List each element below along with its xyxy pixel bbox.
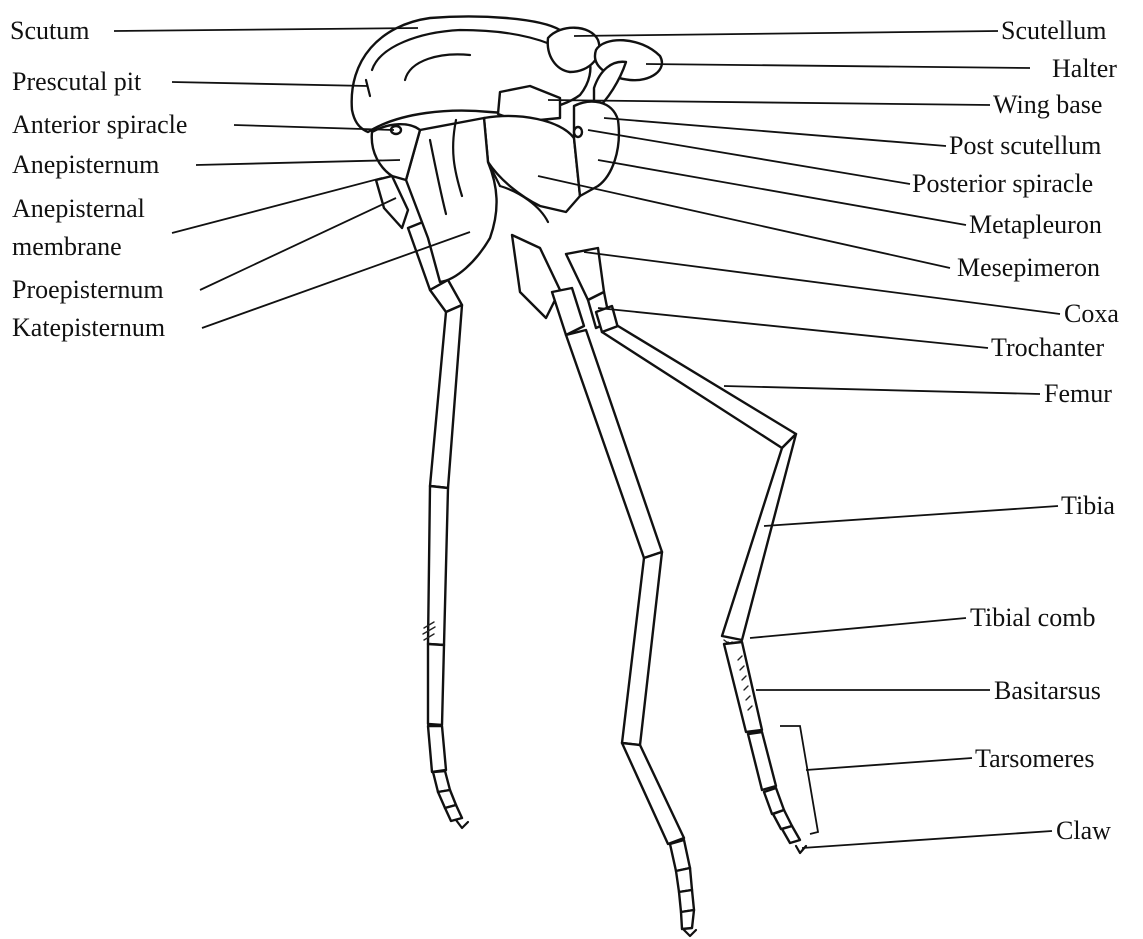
label-anterior-spiracle: Anterior spiracle: [12, 110, 187, 140]
label-prescutal-pit: Prescutal pit: [12, 67, 141, 97]
label-mesepimeron: Mesepimeron: [957, 253, 1100, 283]
label-scutum: Scutum: [10, 16, 89, 46]
middle-tibia: [622, 552, 662, 745]
scutellum-plate: [548, 28, 600, 72]
label-scutellum: Scutellum: [1001, 16, 1106, 46]
label-tibia: Tibia: [1061, 491, 1115, 521]
label-anepisternum: Anepisternum: [12, 150, 159, 180]
middle-femur: [566, 330, 662, 558]
label-femur: Femur: [1044, 379, 1112, 409]
label-coxa: Coxa: [1064, 299, 1119, 329]
label-trochanter: Trochanter: [991, 333, 1104, 363]
posterior-spiracle-mark: [574, 127, 582, 137]
label-metapleuron: Metapleuron: [969, 210, 1102, 240]
left-claw: [456, 820, 468, 828]
left-leg: [408, 220, 468, 828]
right-leg: [588, 292, 818, 853]
middle-leg: [512, 235, 696, 936]
right-basitarsus: [724, 642, 762, 732]
label-posterior-spiracle: Posterior spiracle: [912, 169, 1093, 199]
label-katepisternum: Katepisternum: [12, 313, 165, 343]
left-femur: [430, 305, 462, 488]
label-anepisternal-membrane-line2: membrane: [12, 232, 122, 262]
mesepimeron-plate: [484, 116, 580, 212]
label-tarsomeres: Tarsomeres: [975, 744, 1094, 774]
label-tibial-comb: Tibial comb: [970, 603, 1095, 633]
middle-trochanter: [552, 288, 584, 335]
proepisternum-plate: [376, 176, 408, 228]
middle-claw: [684, 930, 696, 936]
metapleuron-plate: [574, 102, 619, 196]
label-post-scutellum: Post scutellum: [949, 131, 1101, 161]
left-tibia: [428, 486, 448, 645]
label-anepisternal-membrane-line1: Anepisternal: [12, 194, 145, 224]
label-basitarsus: Basitarsus: [994, 676, 1101, 706]
label-claw: Claw: [1056, 816, 1111, 846]
label-halter: Halter: [1052, 54, 1117, 84]
middle-basitarsus: [622, 743, 684, 844]
left-basitarsus: [428, 644, 444, 725]
middle-coxa: [512, 235, 560, 318]
label-wing-base: Wing base: [993, 90, 1102, 120]
right-tibia: [722, 434, 796, 640]
label-proepisternum: Proepisternum: [12, 275, 164, 305]
